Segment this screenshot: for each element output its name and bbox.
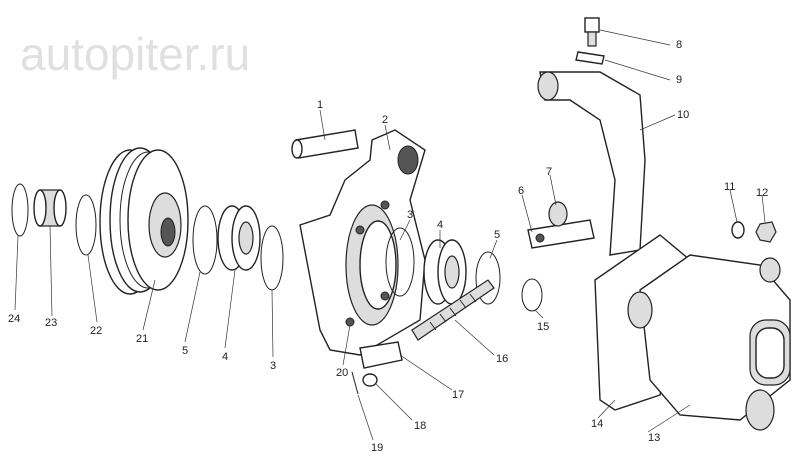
- callout-22: 22: [90, 325, 102, 337]
- callout-19: 19: [371, 442, 383, 454]
- callout-16: 16: [496, 353, 508, 365]
- part-4-bearing-right: [423, 239, 467, 305]
- callout-12: 12: [756, 187, 768, 199]
- part-5-circlip-right: [475, 251, 501, 305]
- part-8-bolt: [584, 17, 600, 47]
- callout-24: 24: [8, 313, 20, 325]
- callout-14: 14: [591, 418, 603, 430]
- part-17-key: [359, 341, 403, 369]
- callout-4: 4: [437, 219, 443, 231]
- part-18-washer: [362, 373, 378, 387]
- part-5-circlip: [192, 205, 218, 275]
- callout-2: 2: [382, 114, 388, 126]
- part-21-pulley: [99, 147, 189, 295]
- callout-21: 21: [136, 333, 148, 345]
- part-16-shaft: [411, 279, 495, 341]
- part-13-compressor: [627, 254, 791, 431]
- part-11-washer: [731, 221, 745, 239]
- callout-8: 8: [676, 39, 682, 51]
- part-3-ring: [260, 225, 284, 291]
- part-24-snap-ring: [11, 183, 29, 237]
- callout-10: 10: [677, 109, 689, 121]
- callout-3-left: 3: [270, 360, 276, 372]
- part-19-cotter-pin: [351, 371, 359, 395]
- part-23-bushing: [33, 189, 67, 227]
- part-12-nut: [755, 221, 777, 243]
- callout-15: 15: [537, 321, 549, 333]
- callout-20: 20: [336, 367, 348, 379]
- part-15-ring: [521, 278, 543, 312]
- part-3-ring-right: [385, 227, 415, 297]
- part-4-bearing: [217, 205, 261, 271]
- leader-lines: [14, 29, 766, 441]
- part-6-7-linkage: [527, 201, 595, 249]
- callout-7: 7: [546, 166, 552, 178]
- callout-18: 18: [414, 420, 426, 432]
- callout-23: 23: [45, 317, 57, 329]
- callout-5: 5: [494, 229, 500, 241]
- callout-1: 1: [317, 99, 323, 111]
- callout-5-left: 5: [182, 345, 188, 357]
- callout-11: 11: [724, 181, 735, 193]
- part-2-housing: [299, 129, 426, 356]
- part-1-pin: [291, 129, 359, 159]
- callout-3: 3: [407, 209, 413, 221]
- part-22-ring: [75, 194, 97, 256]
- callout-9: 9: [676, 74, 682, 86]
- part-10-bracket-boss: [537, 71, 559, 101]
- watermark: autopiter.ru: [20, 28, 250, 80]
- callout-6: 6: [518, 185, 524, 197]
- callout-13: 13: [648, 432, 660, 444]
- callout-17: 17: [452, 389, 464, 401]
- part-10-bracket: [539, 71, 646, 256]
- callout-4-left: 4: [222, 351, 228, 363]
- part-9-lock-plate: [575, 51, 605, 65]
